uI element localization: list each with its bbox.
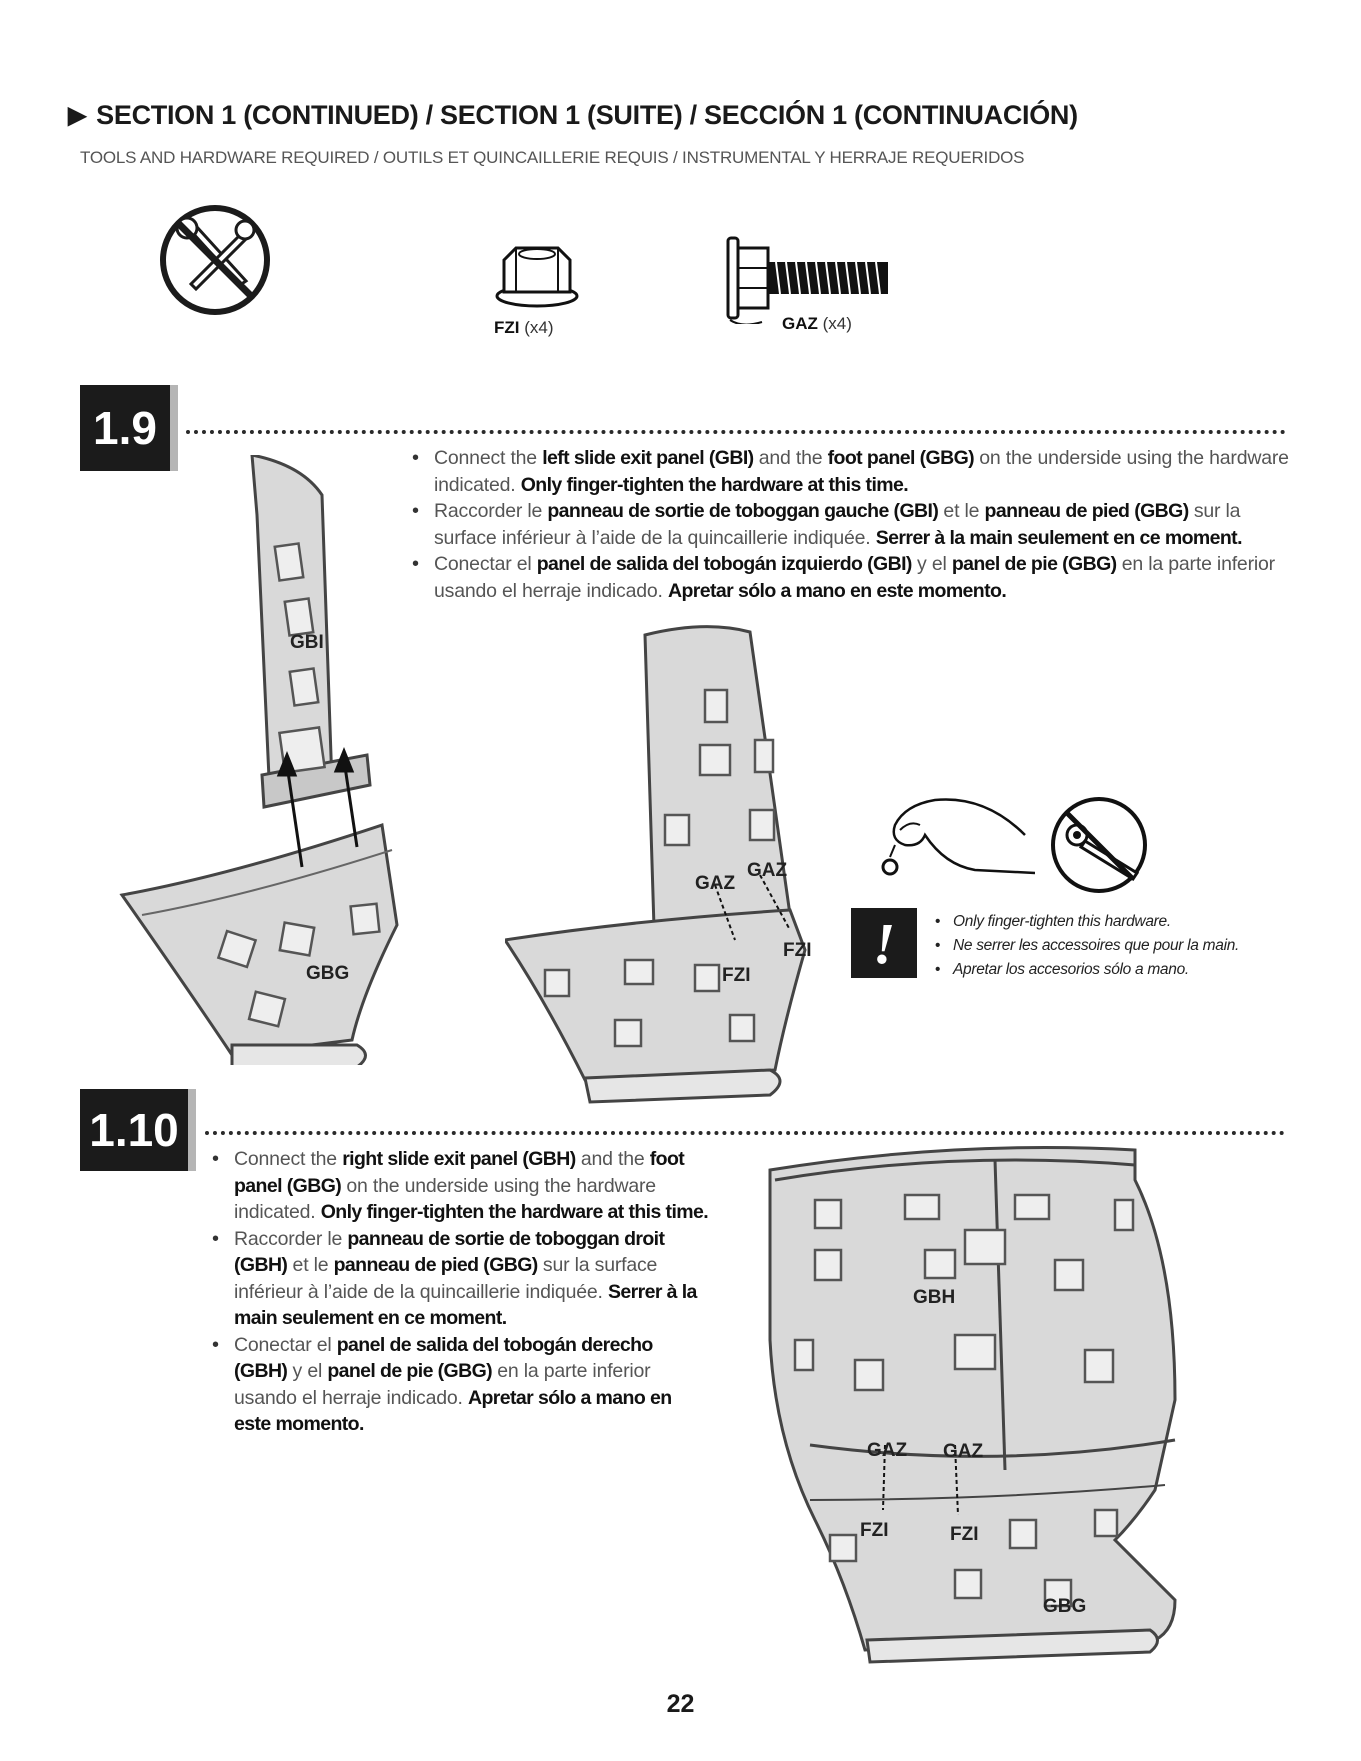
- no-tools-icon: [160, 205, 270, 315]
- flange-nut-icon: [495, 246, 579, 308]
- step-1-9-diagram-assembled: [505, 625, 807, 1104]
- section-title-text: SECTION 1 (CONTINUED) / SECTION 1 (SUITE…: [96, 100, 1078, 130]
- label-gbg-2: GBG: [1043, 1596, 1087, 1617]
- instruction-text: y el: [911, 553, 952, 575]
- label-fzi-3: FZI: [860, 1520, 889, 1541]
- instruction-emphasis: panel de salida del tobogán derecho (GBH…: [234, 1333, 653, 1383]
- instruction-text: en la parte inferior usando el herraje i…: [234, 1360, 651, 1409]
- section-subtitle: TOOLS AND HARDWARE REQUIRED / OUTILS ET …: [80, 148, 1025, 167]
- instruction-text: Raccorder le: [234, 1227, 348, 1250]
- hardware-gaz-label: GAZ (x4): [782, 314, 852, 333]
- label-fzi-4: FZI: [950, 1524, 979, 1545]
- instruction-emphasis: Apretar sólo a mano en este momento.: [667, 579, 1007, 602]
- step-badge-1-9: 1.9: [80, 385, 178, 471]
- warning-item-en: Only finger-tighten this hardware.: [935, 910, 1273, 934]
- instruction-text: on the underside using the hardware indi…: [434, 447, 1289, 496]
- instruction-emphasis: Only finger-tighten the hardware at this…: [320, 1201, 709, 1223]
- hardware-fzi-label: FZI (x4): [494, 318, 554, 337]
- page-number: 22: [666, 1690, 695, 1718]
- instruction-emphasis: Serrer à la main seulement en ce moment.: [875, 526, 1243, 549]
- flange-bolt-icon: [726, 236, 888, 324]
- instruction-text: en la parte inferior usando el herraje i…: [434, 553, 1275, 602]
- step-divider: [205, 1131, 1285, 1135]
- instruction-item: Conectar el panel de salida del tobogán …: [212, 1332, 710, 1438]
- label-gaz-2: GAZ: [747, 860, 788, 881]
- instruction-list: Connect the left slide exit panel (GBI) …: [410, 445, 1290, 604]
- label-gaz-3: GAZ: [867, 1440, 908, 1461]
- instruction-emphasis: panel de pie (GBG): [327, 1360, 493, 1382]
- step-divider: [186, 430, 1286, 434]
- instruction-emphasis: panel de salida del tobogán izquierdo (G…: [536, 553, 913, 575]
- hand-finger-tighten-icon: [881, 798, 1035, 876]
- warning-text: Only finger-tighten this hardware. Ne se…: [933, 910, 1273, 982]
- instruction-emphasis: panel de pie (GBG): [951, 553, 1117, 575]
- instruction-emphasis: panneau de pied (GBG): [984, 500, 1190, 522]
- instruction-emphasis: left slide exit panel (GBI): [542, 447, 754, 469]
- instruction-emphasis: foot panel (GBG): [827, 447, 975, 469]
- instruction-text: Connect the: [234, 1148, 343, 1170]
- label-gbi: GBI: [290, 632, 324, 653]
- no-wrench-icon: [1051, 797, 1147, 893]
- section-title: ▶ SECTION 1 (CONTINUED) / SECTION 1 (SUI…: [68, 100, 1078, 131]
- warning-item-fr: Ne serrer les accessoires que pour la ma…: [935, 934, 1273, 958]
- label-gbh: GBH: [913, 1287, 956, 1308]
- instruction-text: sur la surface inférieur à l’aide de la …: [234, 1254, 658, 1303]
- warning-list: Only finger-tighten this hardware. Ne se…: [933, 910, 1273, 982]
- label-gaz-4: GAZ: [943, 1441, 984, 1462]
- step-1-9-instructions: Connect the left slide exit panel (GBI) …: [410, 445, 1290, 604]
- instruction-text: on the underside using the hardware indi…: [234, 1174, 656, 1224]
- instruction-emphasis: Serrer à la main seulement en ce moment.: [234, 1280, 697, 1330]
- instruction-item: Connect the left slide exit panel (GBI) …: [412, 445, 1290, 498]
- instruction-emphasis: panneau de pied (GBG): [333, 1254, 539, 1276]
- instruction-text: and the: [575, 1148, 650, 1170]
- warning-box: !: [851, 908, 917, 978]
- instruction-emphasis: Only finger-tighten the hardware at this…: [520, 473, 909, 496]
- instruction-text: y el: [287, 1360, 328, 1382]
- step-1-10-instructions: Connect the right slide exit panel (GBH)…: [210, 1146, 710, 1438]
- instruction-text: Conectar el: [434, 553, 537, 575]
- label-gbg: GBG: [306, 963, 350, 984]
- instruction-emphasis: panneau de sortie de toboggan droit (GBH…: [234, 1227, 665, 1277]
- label-gaz-1: GAZ: [695, 873, 736, 894]
- instruction-emphasis: right slide exit panel (GBH): [342, 1148, 576, 1170]
- instruction-item: Connect the right slide exit panel (GBH)…: [212, 1146, 710, 1226]
- instruction-text: Conectar el: [234, 1333, 337, 1356]
- instruction-emphasis: foot panel (GBG): [234, 1148, 685, 1197]
- step-1-9-diagram-exploded: [119, 455, 399, 1065]
- instruction-emphasis: Apretar sólo a mano en este momento.: [234, 1386, 672, 1436]
- instruction-text: et le: [938, 500, 985, 522]
- step-1-10-diagram: [768, 1146, 1177, 1664]
- instruction-text: and the: [753, 447, 828, 469]
- instruction-item: Conectar el panel de salida del tobogán …: [412, 551, 1290, 604]
- label-fzi-1: FZI: [783, 940, 812, 961]
- instruction-text: Connect the: [434, 447, 543, 469]
- label-fzi-2: FZI: [722, 965, 751, 986]
- step-badge-1-10: 1.10: [80, 1089, 196, 1171]
- instruction-text: et le: [287, 1254, 334, 1276]
- instruction-text: sur la surface inférieur à l’aide de la …: [434, 500, 1241, 549]
- instruction-item: Raccorder le panneau de sortie de tobogg…: [212, 1226, 710, 1332]
- instruction-list: Connect the right slide exit panel (GBH)…: [210, 1146, 710, 1438]
- play-triangle-icon: ▶: [68, 102, 87, 129]
- instruction-text: Raccorder le: [434, 500, 548, 522]
- warning-item-es: Apretar los accesorios sólo a mano.: [935, 958, 1273, 982]
- instruction-emphasis: panneau de sortie de toboggan gauche (GB…: [547, 500, 939, 522]
- instruction-item: Raccorder le panneau de sortie de tobogg…: [412, 498, 1290, 551]
